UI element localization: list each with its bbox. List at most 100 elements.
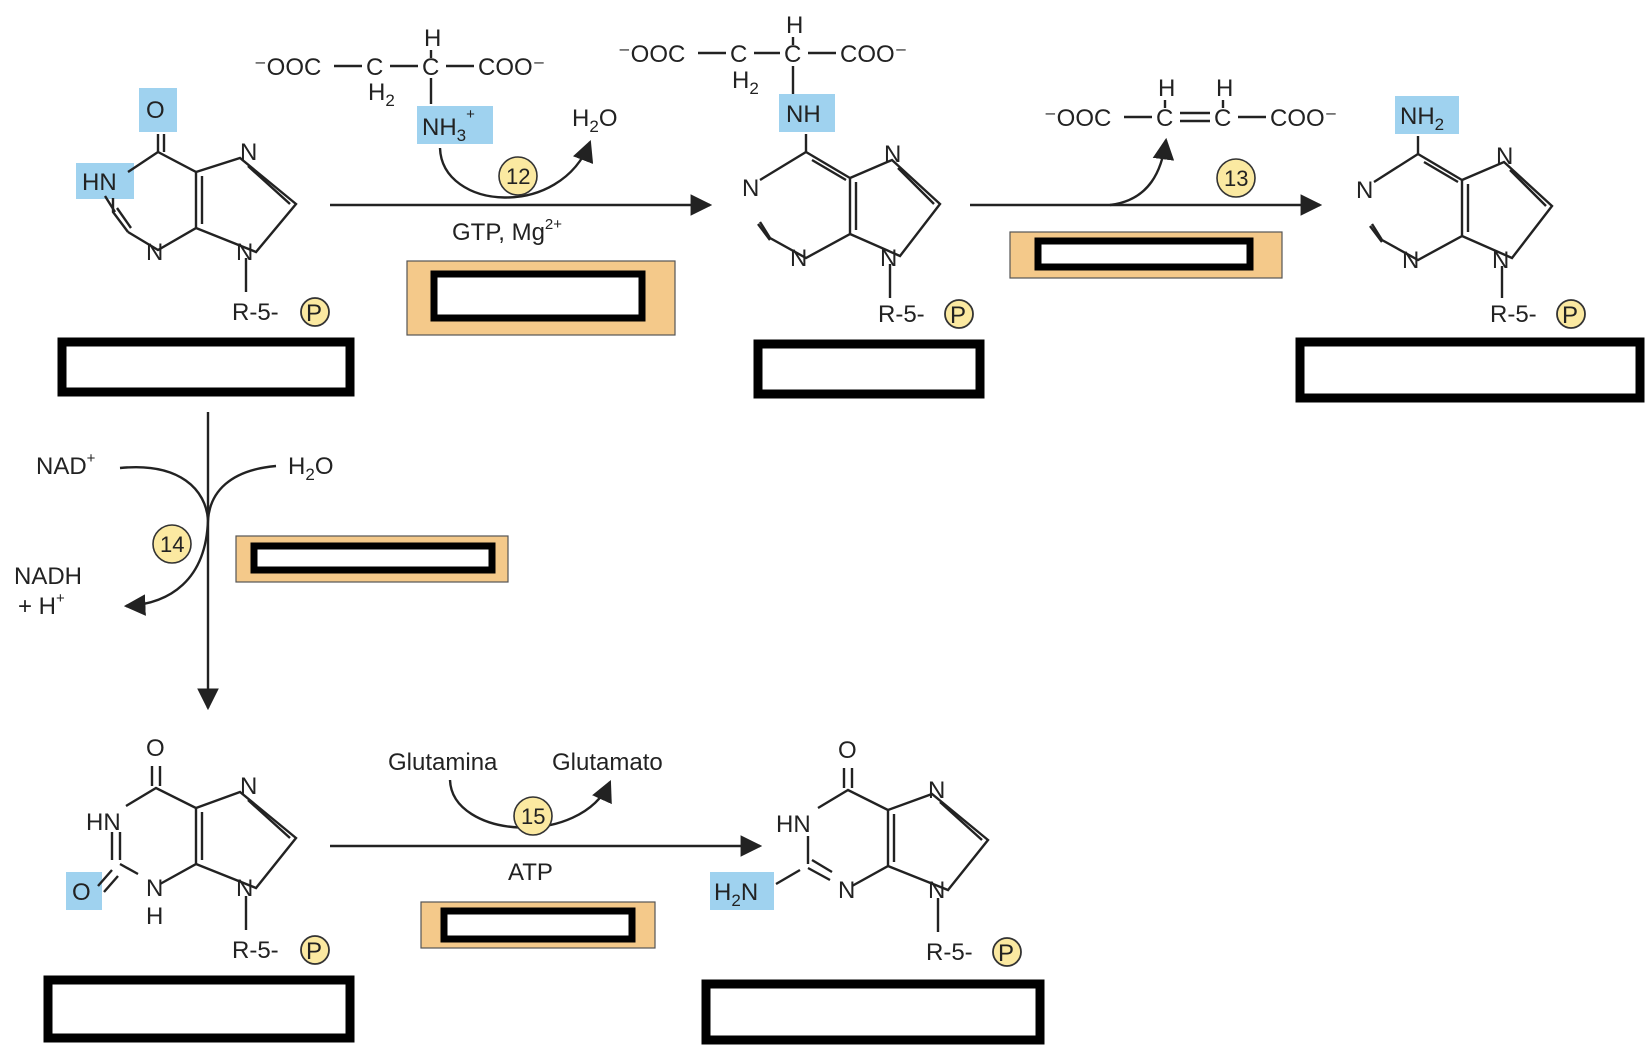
atom-c: C <box>784 41 801 68</box>
glutamate-out: Glutamato <box>552 749 663 776</box>
molecule-gmp: O H2N HN N N N R-5- P <box>710 737 1022 967</box>
atom-n: N <box>742 175 759 202</box>
atom-c: C <box>730 41 747 68</box>
highlight-h2n <box>710 872 774 910</box>
step-12: ⁻OOC C C COO⁻ H H2 NH3+ H2O 12 GTP, Mg2+ <box>254 25 713 336</box>
step-badge-12 <box>498 156 538 196</box>
glutamine-in: Glutamina <box>388 749 498 776</box>
cofactor-atp: ATP <box>508 859 553 886</box>
phosphate-circle <box>300 935 330 965</box>
phosphate-circle <box>992 937 1022 967</box>
enzyme-blank-14[interactable] <box>250 542 496 574</box>
blank-label-box[interactable] <box>701 979 1045 1045</box>
atom-h: H <box>1216 75 1233 102</box>
atom-o: O <box>146 97 165 124</box>
atom-nh2: NH2 <box>1400 103 1444 134</box>
atom-h: H <box>786 12 803 39</box>
atom-n: N <box>1402 247 1419 274</box>
highlight-nh3 <box>417 106 493 144</box>
atom-n: N <box>880 245 897 272</box>
atom-h: H <box>146 903 163 930</box>
succinyl-right: COO⁻ <box>840 41 907 68</box>
blank-label-box[interactable] <box>1295 337 1645 403</box>
step-badge-13 <box>1216 158 1256 198</box>
atom-h: H <box>424 25 441 52</box>
blank-label-box[interactable] <box>753 339 985 399</box>
enzyme-blank-15[interactable] <box>440 907 636 943</box>
atom-c: C <box>1156 105 1173 132</box>
fumarate-right: COO⁻ <box>1270 105 1337 132</box>
atom-hn: HN <box>82 169 117 196</box>
phosphate-circle <box>944 299 974 329</box>
step-14: NAD+ H2O NADH + H+ 14 <box>14 412 509 711</box>
ribose-label: R-5- <box>232 937 279 964</box>
phosphate-label: P <box>950 302 966 329</box>
atom-h2: H2 <box>368 79 395 110</box>
step-number-13: 13 <box>1224 166 1248 191</box>
atom-c: C <box>366 54 383 81</box>
atom-n: N <box>838 877 855 904</box>
atom-h2: H2 <box>732 67 759 98</box>
step-badge-15 <box>513 796 553 836</box>
atom-nh: NH <box>786 101 821 128</box>
phosphate-label: P <box>1562 302 1578 329</box>
atom-n: N <box>928 777 945 804</box>
highlight-nh <box>779 94 835 132</box>
highlight-o <box>66 872 102 910</box>
atom-n: N <box>928 877 945 904</box>
molecule-xmp: O O HN N H N N R-5- P <box>66 735 330 965</box>
phosphate-circle <box>300 297 330 327</box>
blank-label-box[interactable] <box>57 337 355 397</box>
atom-n: N <box>146 239 163 266</box>
step-badge-14 <box>152 524 192 564</box>
atom-nh3: NH3+ <box>422 106 475 145</box>
highlight-nh2 <box>1395 96 1459 134</box>
atom-h2n: H2N <box>714 879 758 910</box>
fumarate-left: ⁻OOC <box>1044 105 1111 132</box>
ribose-label: R-5- <box>232 299 279 326</box>
atom-c: C <box>1214 105 1231 132</box>
molecule-amp: NH2 N N N N R-5- P <box>1356 96 1586 329</box>
phosphate-label: P <box>306 300 322 327</box>
atom-hn: HN <box>86 809 121 836</box>
atom-c: C <box>422 54 439 81</box>
atom-n: N <box>240 139 257 166</box>
atom-n: N <box>884 141 901 168</box>
atom-n: N <box>236 875 253 902</box>
step-number-12: 12 <box>506 164 530 189</box>
atom-h: H <box>1158 75 1175 102</box>
phosphate-label: P <box>306 938 322 965</box>
nadh-out: NADH <box>14 563 82 590</box>
molecule-adenylosuccinate: ⁻OOC C C COO⁻ H H2 NH N N N N R-5- P <box>618 12 974 329</box>
aspartate-right: COO⁻ <box>478 54 545 81</box>
atom-hn: HN <box>776 811 811 838</box>
water-in: H2O <box>288 453 333 484</box>
step-number-15: 15 <box>521 804 545 829</box>
atom-n: N <box>1356 177 1373 204</box>
aspartate-left: ⁻OOC <box>254 54 321 81</box>
step-13: ⁻OOC C C COO⁻ H H 13 <box>970 75 1337 279</box>
nad-in: NAD+ <box>36 450 96 480</box>
atom-o: O <box>146 735 165 762</box>
highlight-hn <box>76 163 134 199</box>
ribose-label: R-5- <box>878 301 925 328</box>
atom-n: N <box>1492 247 1509 274</box>
water-product: H2O <box>572 105 617 136</box>
phosphate-label: P <box>998 940 1014 967</box>
proton-out: + H+ <box>18 590 65 620</box>
enzyme-blank-12[interactable] <box>430 270 646 322</box>
atom-o: O <box>72 879 91 906</box>
step-number-14: 14 <box>160 532 184 557</box>
step-15: Glutamina Glutamato 15 ATP <box>330 749 763 949</box>
succinyl-left: ⁻OOC <box>618 41 685 68</box>
enzyme-blank-13[interactable] <box>1034 237 1254 271</box>
molecule-imp: O HN N N N R-5- P <box>76 88 330 327</box>
highlight-o <box>139 88 177 132</box>
cofactor-gtp: GTP, Mg2+ <box>452 216 562 246</box>
atom-n: N <box>790 245 807 272</box>
atom-n: N <box>236 239 253 266</box>
atom-n: N <box>146 875 163 902</box>
blank-label-box[interactable] <box>43 975 355 1043</box>
atom-n: N <box>240 773 257 800</box>
